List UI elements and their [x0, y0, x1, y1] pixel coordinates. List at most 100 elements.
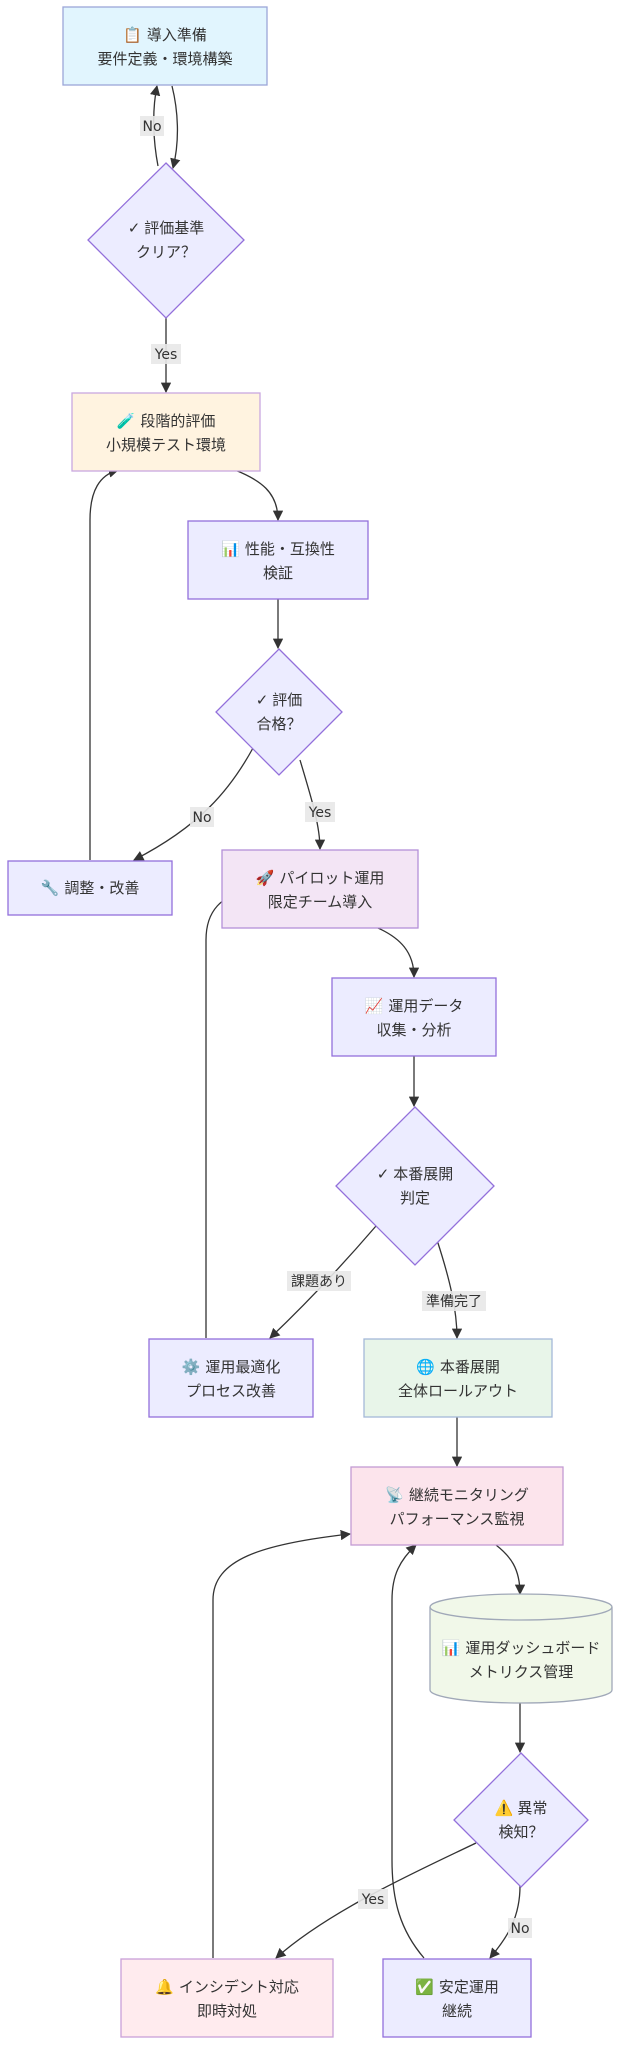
edge-label-pass-no: No: [190, 807, 214, 827]
svg-text:✓評価: ✓評価: [256, 691, 303, 709]
node-criteria-shape: [87, 162, 245, 319]
node-opsdata-line1: 運用データ: [388, 997, 463, 1015]
node-dashboard-shape: [429, 1593, 613, 1704]
node-perf-line2: 検証: [263, 564, 293, 582]
svg-text:📈運用データ: 📈運用データ: [365, 997, 464, 1015]
node-stable-shape: [382, 1958, 532, 2038]
edge-labels: No Yes No Yes 課題あり 準備完了 Yes No: [140, 116, 532, 1938]
edge-incident-to-monitor: [212, 1529, 352, 1958]
svg-text:Yes: Yes: [154, 347, 178, 363]
svg-text:📋導入準備: 📋導入準備: [123, 26, 207, 44]
edge-label-criteria-no: No: [140, 116, 164, 136]
node-incident-line1: インシデント対応: [179, 1978, 299, 1996]
node-pass[interactable]: ✓評価 合格？: [215, 648, 343, 776]
node-dashboard-top: [429, 1606, 613, 1621]
node-rollout-line1: 本番展開: [440, 1358, 500, 1376]
test-tube-icon: 🧪: [117, 412, 136, 430]
svg-text:⚙️運用最適化: ⚙️運用最適化: [182, 1358, 281, 1376]
svg-text:⚠️異常: ⚠️異常: [495, 1799, 548, 1817]
node-staged-line2: 小規模テスト環境: [106, 436, 226, 454]
svg-text:📊運用ダッシュボード: 📊運用ダッシュボード: [442, 1639, 601, 1657]
node-staged-line1: 段階的評価: [140, 412, 215, 430]
node-adjust-shape: [7, 860, 173, 916]
node-dashboard-line1: 運用ダッシュボード: [465, 1639, 600, 1657]
node-staged[interactable]: 🧪段階的評価 小規模テスト環境: [71, 392, 261, 472]
node-criteria-line1: 評価基準: [144, 219, 204, 237]
node-staged-shape: [71, 392, 261, 472]
node-opsdata[interactable]: 📈運用データ 収集・分析: [331, 977, 497, 1057]
node-opsdata-line2: 収集・分析: [376, 1021, 451, 1039]
edge-label-pass-yes: Yes: [305, 802, 335, 822]
warning-icon: ⚠️: [495, 1799, 514, 1817]
node-decide-line2: 判定: [400, 1189, 430, 1207]
node-optimize-shape: [148, 1338, 314, 1418]
node-monitor[interactable]: 📡 継続モニタリング パフォーマンス監視: [350, 1466, 564, 1546]
node-pilot[interactable]: 🚀パイロット運用 限定チーム導入: [221, 849, 419, 929]
node-perf-shape: [187, 520, 369, 600]
node-anomaly-line1: 異常: [517, 1799, 547, 1817]
svg-text:📊性能・互換性: 📊 性能・互換性: [221, 540, 335, 558]
node-stable[interactable]: ✅安定運用 継続: [382, 1958, 532, 2038]
node-perf-line1: 性能・互換性: [245, 540, 335, 558]
nodes: 📋導入準備 要件定義・環境構築 ✓評価基準 クリア？ 🧪段階的評価 小規模テスト…: [7, 6, 613, 2038]
node-prep-shape: [62, 6, 268, 86]
node-rollout[interactable]: 🌐 本番展開 全体ロールアウト: [363, 1338, 553, 1418]
node-incident-line2: 即時対処: [197, 2002, 257, 2020]
svg-text:No: No: [142, 119, 161, 135]
node-adjust[interactable]: 🔧調整・改善: [7, 860, 173, 916]
edge-pilot-to-opsdata: [377, 927, 420, 979]
node-anomaly-shape: [453, 1752, 589, 1888]
edge-adjust-to-staged: [89, 467, 120, 860]
node-perf[interactable]: 📊 性能・互換性 検証: [187, 520, 369, 600]
node-pass-line2: 合格？: [256, 715, 301, 733]
bar-chart-icon: 📊: [442, 1639, 461, 1657]
node-incident-shape: [120, 1958, 334, 2038]
node-pilot-shape: [221, 849, 419, 929]
node-monitor-shape: [350, 1466, 564, 1546]
node-anomaly-line2: 検知？: [498, 1823, 543, 1841]
node-optimize-line2: プロセス改善: [186, 1382, 276, 1400]
edge-label-anomaly-no: No: [508, 1918, 532, 1938]
node-dashboard-line2: メトリクス管理: [469, 1663, 574, 1681]
gear-icon: ⚙️: [182, 1358, 201, 1376]
node-dashboard[interactable]: 📊運用ダッシュボード メトリクス管理: [429, 1593, 613, 1704]
svg-text:✅安定運用: ✅ 安定運用: [415, 1978, 499, 1996]
node-prep-line1: 導入準備: [147, 26, 207, 44]
check-icon: ✓: [128, 219, 141, 237]
node-monitor-line2: パフォーマンス監視: [390, 1510, 525, 1528]
edge-label-decide-ready: 準備完了: [422, 1291, 486, 1311]
svg-text:✓評価基準: ✓評価基準: [128, 219, 205, 237]
node-prep[interactable]: 📋導入準備 要件定義・環境構築: [62, 6, 268, 86]
node-rollout-line2: 全体ロールアウト: [398, 1382, 518, 1400]
edge-label-anomaly-yes: Yes: [358, 1889, 388, 1909]
node-pilot-line1: パイロット運用: [279, 869, 384, 887]
trend-up-icon: 📈: [365, 997, 384, 1015]
rocket-icon: 🚀: [256, 869, 275, 887]
node-criteria[interactable]: ✓評価基準 クリア？: [87, 162, 245, 319]
check-icon: ✓: [256, 691, 269, 709]
node-stable-line1: 安定運用: [439, 1978, 499, 1996]
edge-label-decide-issue: 課題あり: [287, 1271, 351, 1291]
svg-text:🚀パイロット運用: 🚀パイロット運用: [256, 869, 385, 887]
globe-icon: 🌐: [416, 1358, 435, 1376]
svg-text:🧪段階的評価: 🧪段階的評価: [117, 412, 216, 430]
node-rollout-shape: [363, 1338, 553, 1418]
edge-staged-to-perf: [234, 469, 284, 522]
node-decide[interactable]: ✓本番展開 判定: [335, 1106, 495, 1266]
node-monitor-line1: 継続モニタリング: [409, 1486, 529, 1504]
node-adjust-line1: 調整・改善: [64, 879, 139, 897]
svg-text:No: No: [510, 1921, 529, 1937]
svg-text:📡継続モニタリング: 📡 継続モニタリング: [385, 1485, 529, 1504]
edge-stable-to-monitor: [391, 1544, 425, 1959]
node-prep-line2: 要件定義・環境構築: [97, 50, 232, 68]
node-anomaly[interactable]: ⚠️異常 検知？: [453, 1752, 589, 1888]
check-mark-button-icon: ✅: [415, 1978, 434, 1996]
satellite-antenna-icon: 📡: [385, 1485, 404, 1504]
node-optimize[interactable]: ⚙️運用最適化 プロセス改善: [148, 1338, 314, 1418]
node-incident[interactable]: 🔔インシデント対応 即時対処: [120, 1958, 334, 2038]
edge-monitor-to-dashboard: [495, 1544, 526, 1596]
svg-text:🔔インシデント対応: 🔔インシデント対応: [155, 1978, 299, 1996]
node-pilot-line2: 限定チーム導入: [268, 893, 373, 911]
bar-chart-icon: 📊: [221, 540, 240, 558]
